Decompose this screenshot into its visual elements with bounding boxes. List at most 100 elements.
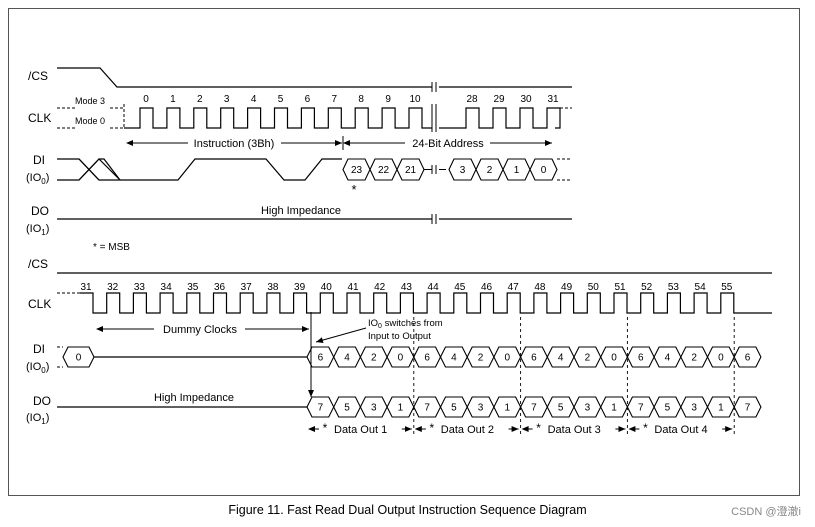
do-out-bit-label: 3 xyxy=(371,403,377,414)
clk-top-number: 3 xyxy=(224,94,230,105)
clk-top-number: 10 xyxy=(409,94,421,105)
clk-top-number: 9 xyxy=(385,94,391,105)
do-out-bit-label: 5 xyxy=(344,403,350,414)
clk-waveform-top xyxy=(124,104,572,132)
clk-bot-number: 40 xyxy=(321,282,333,293)
clk-bot-number: 50 xyxy=(588,282,600,293)
di-out-bit-label: 4 xyxy=(558,353,564,364)
do-out-bit-label: 5 xyxy=(665,403,671,414)
high-impedance-top: High Impedance xyxy=(261,205,341,217)
clk-top-number: 4 xyxy=(251,94,257,105)
do-label-bottom: DO xyxy=(33,394,51,408)
di-out-bit xyxy=(733,346,762,368)
figure-caption: Figure 11. Fast Read Dual Output Instruc… xyxy=(228,503,587,517)
clk-label-bottom: CLK xyxy=(28,297,51,311)
clk-bot-number: 33 xyxy=(134,282,146,293)
do-out-bit-label: 5 xyxy=(451,403,457,414)
clk-bot-number: 39 xyxy=(294,282,306,293)
break-mark-cs xyxy=(431,82,437,92)
data-out-label: Data Out 2 xyxy=(441,424,494,436)
clk-top-number: 31 xyxy=(547,94,559,105)
di-out-bit-label: 2 xyxy=(371,353,377,364)
clk-top-number: 29 xyxy=(493,94,505,105)
cs-label-bottom: /CS xyxy=(28,257,48,271)
data-out-star: * xyxy=(643,421,648,435)
do-io-label-bottom: (IO1) xyxy=(26,412,49,426)
clk-top-number: 0 xyxy=(143,94,149,105)
clk-bot-number: 44 xyxy=(428,282,440,293)
switch-note-line2: Input to Output xyxy=(368,331,431,342)
mode0-label: Mode 0 xyxy=(75,116,105,126)
clk-bot-number: 31 xyxy=(80,282,92,293)
di-out-bit-label: 4 xyxy=(344,353,350,364)
break-mark-clk xyxy=(431,104,437,132)
clk-top-number: 28 xyxy=(466,94,478,105)
clk-bot-number: 55 xyxy=(721,282,733,293)
clk-bot-number: 45 xyxy=(454,282,466,293)
do-out-bit-label: 3 xyxy=(478,403,484,414)
watermark: CSDN @澄澈i xyxy=(731,506,801,518)
do-out-bit-label: 5 xyxy=(558,403,564,414)
di-address-bit-label: 23 xyxy=(351,165,363,176)
di-first-bit-label: 0 xyxy=(76,353,82,364)
di-address-bit-label: 22 xyxy=(378,165,390,176)
clk-bot-number: 32 xyxy=(107,282,119,293)
di-out-bit-label: 2 xyxy=(585,353,591,364)
data-out-star: * xyxy=(536,421,541,435)
di-lead-dash xyxy=(57,346,63,368)
di-address-bit-label: 21 xyxy=(405,165,417,176)
di-out-bit-label: 2 xyxy=(478,353,484,364)
do-out-bit-label: 1 xyxy=(718,403,724,414)
di-out-bit-label: 6 xyxy=(531,353,537,364)
clk-bot-number: 43 xyxy=(401,282,413,293)
di-io-label-top: (IO0) xyxy=(26,172,49,186)
di-address-bit-low-label: 3 xyxy=(460,165,466,176)
data-out-arrows: *Data Out 1*Data Out 2*Data Out 3*Data O… xyxy=(308,421,733,436)
clk-top-number: 2 xyxy=(197,94,203,105)
do-out-bit xyxy=(733,396,762,418)
clk-bot-number: 37 xyxy=(241,282,253,293)
cs-waveform-top xyxy=(57,67,572,88)
di-out-bit-label: 6 xyxy=(318,353,324,364)
data-out-star: * xyxy=(323,421,328,435)
data-out-label: Data Out 4 xyxy=(654,424,707,436)
di-out-bit-label: 4 xyxy=(665,353,671,364)
clk-bot-trace xyxy=(80,292,772,314)
di-out-bit-label: 2 xyxy=(691,353,697,364)
clk-bot-number: 41 xyxy=(347,282,359,293)
clk-bot-number: 35 xyxy=(187,282,199,293)
break-mark-do xyxy=(431,214,437,224)
clk-top-trace-a xyxy=(124,107,432,129)
clk-bot-number: 54 xyxy=(695,282,707,293)
di-label-bottom: DI xyxy=(33,342,45,356)
clk-bot-number: 52 xyxy=(641,282,653,293)
mode3-label: Mode 3 xyxy=(75,96,105,106)
switch-note-pointer xyxy=(315,327,367,344)
di-address-bit-low-label: 1 xyxy=(514,165,520,176)
clk-bot-number: 46 xyxy=(481,282,493,293)
di-out-bit-label: 6 xyxy=(745,353,751,364)
clk-bot-number: 51 xyxy=(614,282,626,293)
do-out-bit-label: 7 xyxy=(531,403,537,414)
data-out-label: Data Out 3 xyxy=(548,424,601,436)
di-top-tail-dash xyxy=(557,158,572,181)
clk-waveform-bottom xyxy=(57,292,772,314)
do-out-bit-label: 1 xyxy=(504,403,510,414)
di-out-bit-label: 0 xyxy=(611,353,617,364)
di-out-bit-label: 0 xyxy=(718,353,724,364)
do-out-bit-label: 7 xyxy=(424,403,430,414)
clk-bot-number: 48 xyxy=(534,282,546,293)
clk-bot-number: 49 xyxy=(561,282,573,293)
msb-note: * = MSB xyxy=(93,242,130,253)
break-mark-di xyxy=(431,165,437,174)
di-address-bit-low-label: 2 xyxy=(487,165,493,176)
di-waveform-top xyxy=(57,158,342,181)
clk-bot-number: 38 xyxy=(267,282,279,293)
di-address-bit-low-label: 0 xyxy=(541,165,547,176)
do-out-bit-label: 7 xyxy=(745,403,751,414)
